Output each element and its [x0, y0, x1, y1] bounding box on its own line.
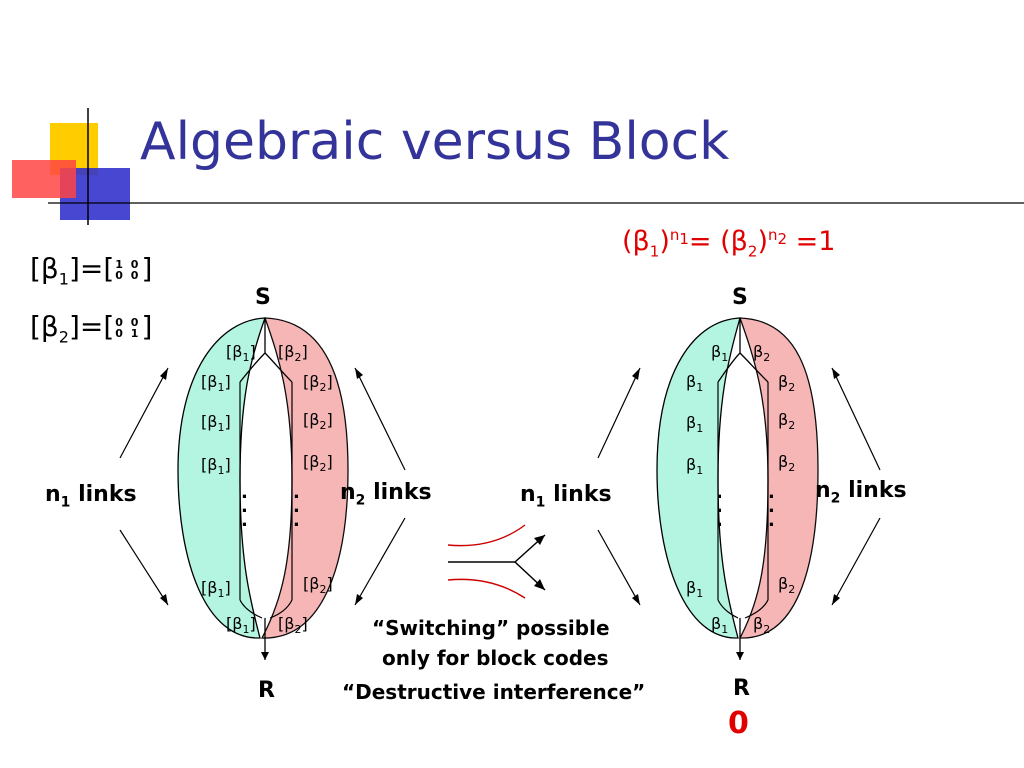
right-n2-links: n2 links — [815, 478, 907, 507]
left-ellipsis-2: ... — [293, 482, 300, 531]
right-ellipsis-1: ... — [716, 482, 723, 531]
left-n1-links: n1 links — [45, 482, 137, 511]
logo-red-square — [12, 160, 76, 198]
right-beta1-label: β1 — [686, 578, 704, 601]
right-n1-links: n1 links — [520, 482, 612, 511]
left-ellipsis-1: ... — [241, 482, 248, 531]
left-beta2-label: [β2] — [278, 614, 308, 637]
right-beta2-label: β2 — [778, 372, 796, 395]
left-beta1-label: [β1] — [201, 412, 231, 435]
right-sink-label: R — [733, 676, 750, 701]
right-beta1-label: β1 — [711, 342, 729, 365]
result-zero: 0 — [728, 706, 749, 741]
right-beta2-label: β2 — [778, 452, 796, 475]
right-ellipsis-2: ... — [768, 482, 775, 531]
left-sink-label: R — [258, 678, 275, 703]
left-green-lobe — [177, 317, 266, 639]
right-beta1-label: β1 — [711, 614, 729, 637]
caption-block-codes: only for block codes — [382, 646, 609, 670]
left-beta2-label: [β2] — [303, 574, 333, 597]
right-source-label: S — [732, 285, 748, 310]
switching-figure — [447, 524, 546, 599]
caption-destructive: “Destructive interference” — [342, 680, 646, 704]
right-beta2-label: β2 — [778, 574, 796, 597]
left-beta2-label: [β2] — [303, 372, 333, 395]
left-beta1-label: [β1] — [201, 455, 231, 478]
left-beta1-label: [β1] — [201, 578, 231, 601]
right-green-lobe — [656, 317, 741, 639]
right-pink-lobe — [738, 317, 819, 639]
constraint-equation: (β1)n1= (β2)n2 =1 — [622, 226, 836, 261]
right-beta2-label: β2 — [753, 342, 771, 365]
slide-title: Algebraic versus Block — [140, 112, 730, 172]
left-source-label: S — [255, 285, 271, 310]
left-beta2-label: [β2] — [303, 452, 333, 475]
right-beta1-label: β1 — [686, 455, 704, 478]
right-diagram-graphic — [597, 317, 881, 660]
left-beta2-label: [β2] — [278, 342, 308, 365]
left-pink-lobe — [260, 317, 349, 639]
caption-switching: “Switching” possible — [372, 616, 610, 640]
left-beta1-label: [β1] — [201, 372, 231, 395]
left-n2-links: n2 links — [340, 480, 432, 509]
left-beta1-label: [β1] — [226, 614, 256, 637]
left-diagram-graphic — [119, 317, 406, 660]
right-beta2-label: β2 — [778, 410, 796, 433]
right-beta1-label: β1 — [686, 413, 704, 436]
left-beta2-label: [β2] — [303, 410, 333, 433]
left-beta1-label: [β1] — [226, 342, 256, 365]
right-beta1-label: β1 — [686, 372, 704, 395]
right-beta2-label: β2 — [753, 614, 771, 637]
